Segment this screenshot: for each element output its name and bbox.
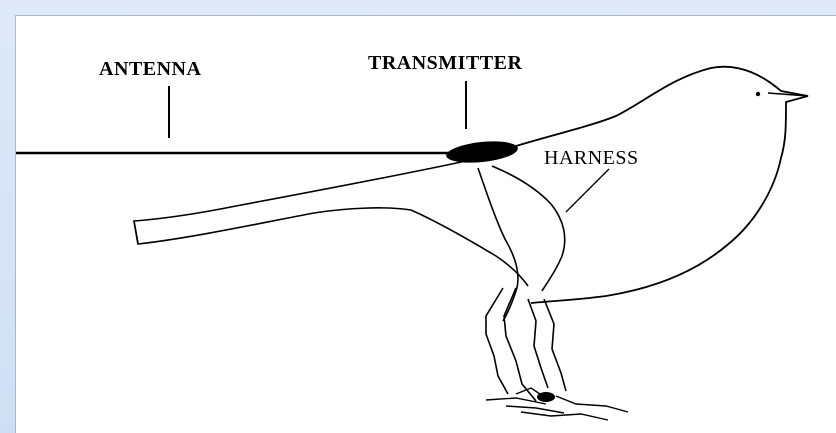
bird-body-outline xyxy=(516,67,808,303)
antenna-label: ANTENNA xyxy=(99,58,201,80)
bird-eye xyxy=(756,92,760,96)
tail-tip xyxy=(134,221,138,244)
bird-transmitter-diagram: ANTENNA TRANSMITTER HARNESS xyxy=(16,16,836,433)
bird-foot-joint xyxy=(537,392,555,402)
harness-leader-line xyxy=(566,169,609,212)
harness-label: HARNESS xyxy=(544,147,639,169)
transmitter-unit xyxy=(445,138,519,165)
bird-leg-rear xyxy=(528,299,548,388)
bird-leg-rear-inner xyxy=(544,299,566,391)
transmitter-label: TRANSMITTER xyxy=(368,52,522,74)
bird-tail-outline xyxy=(134,161,466,244)
diagram-panel: ANTENNA TRANSMITTER HARNESS xyxy=(15,15,836,433)
bird-leg-front xyxy=(486,288,508,394)
harness-rear-strap xyxy=(492,166,565,291)
bird-leg-front-inner xyxy=(504,288,536,401)
